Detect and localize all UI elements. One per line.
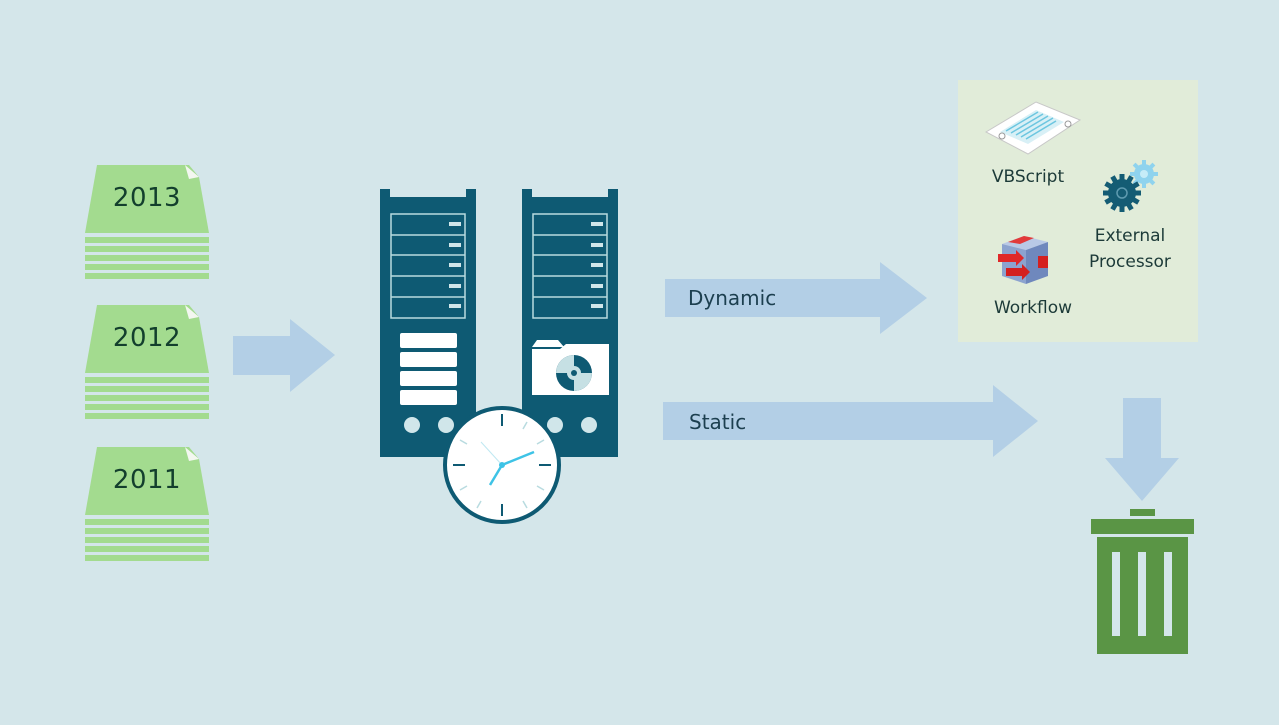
vbscript-label: VBScript [991, 167, 1065, 187]
document-year-label: 2013 [112, 183, 182, 213]
processing-panel: VBScript [958, 80, 1198, 342]
document-year-label: 2012 [112, 323, 182, 353]
gears-icon [1103, 160, 1158, 212]
external-processor-label-line1: External [1094, 226, 1166, 246]
dynamic-arrow [665, 262, 927, 334]
workflow-label: Workflow [993, 298, 1073, 318]
folder-disc-icon [532, 340, 609, 395]
static-arrow [663, 385, 1038, 457]
server-rack-icon [380, 189, 618, 524]
server-left [380, 189, 476, 457]
down-arrow [1105, 398, 1179, 501]
document-stack-2011: 2011 [85, 447, 209, 567]
clock-icon [443, 406, 561, 524]
external-processor-label: External Processor [1080, 223, 1180, 275]
document-stack-icon [85, 165, 209, 279]
server-right [522, 189, 618, 457]
document-stack-2013: 2013 [85, 165, 209, 285]
trash-bin-icon [1091, 509, 1194, 654]
document-stack-icon [85, 447, 209, 561]
input-arrow [233, 319, 335, 392]
external-processor-label-line2: Processor [1089, 252, 1171, 272]
document-year-label: 2011 [112, 465, 182, 495]
document-stack-icon [85, 305, 209, 419]
document-stack-2012: 2012 [85, 305, 209, 425]
workflow-cube-icon [998, 236, 1048, 284]
script-scroll-icon [984, 101, 1082, 155]
dynamic-label: Dynamic [688, 286, 777, 310]
static-label: Static [689, 410, 747, 434]
